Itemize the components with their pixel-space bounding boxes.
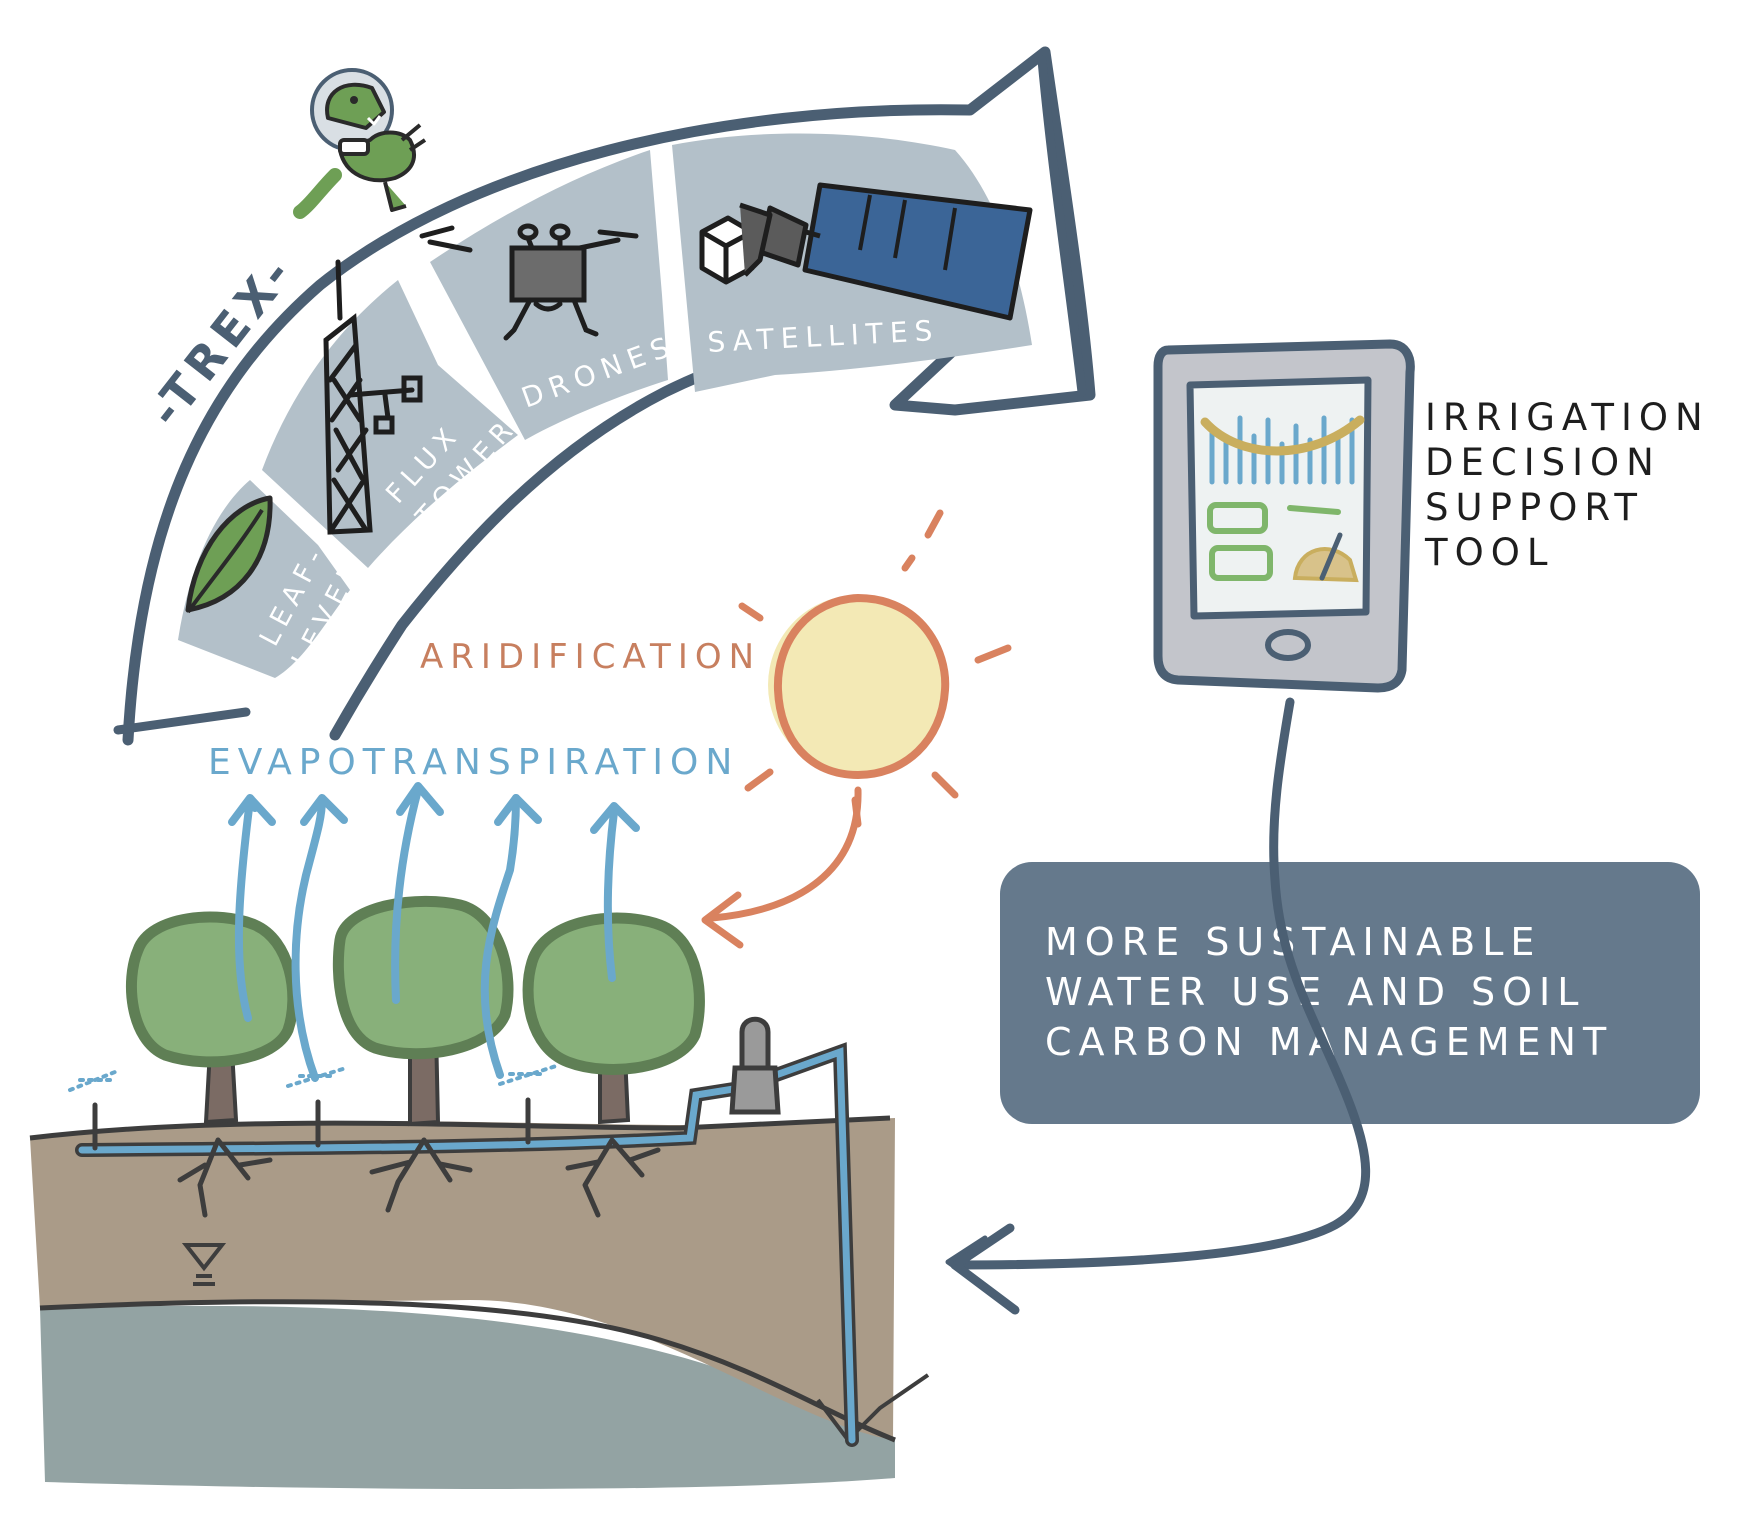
tool-label-line1: IRRIGATION (1425, 396, 1710, 439)
groundwater-layer (40, 1305, 895, 1489)
outcome-line2: WATER USE AND SOIL (1045, 970, 1585, 1014)
label-aridification: ARIDIFICATION (420, 637, 761, 677)
evapotranspiration-arrows (228, 782, 640, 1082)
tree-2 (332, 895, 514, 1213)
water-table-icon (181, 1243, 227, 1286)
satellite-icon (699, 182, 1033, 321)
soil-layer (30, 1118, 895, 1440)
leaf-icon (185, 495, 273, 614)
tablet-icon (1153, 339, 1415, 693)
sun-to-trees-arrow (708, 786, 862, 922)
outcome-callout (1000, 862, 1700, 1124)
pump-icon (729, 1016, 781, 1115)
tool-label-line2: DECISION (1425, 441, 1661, 484)
sun-icon (701, 509, 1012, 949)
tool-label-line4: TOOL (1424, 531, 1554, 574)
label-evapotranspiration: EVAPOTRANSPIRATION (208, 742, 739, 783)
irrigation-pipe (68, 1042, 859, 1447)
astronaut-dinosaur-icon (293, 68, 427, 219)
feedback-arrow (950, 697, 1371, 1270)
drone-icon (419, 223, 639, 341)
soil-cross-section (29, 1115, 930, 1489)
trees (125, 895, 705, 1218)
flux-tower-icon (323, 259, 423, 535)
tool-label-line3: SUPPORT (1425, 486, 1644, 529)
tree-1 (125, 911, 299, 1218)
